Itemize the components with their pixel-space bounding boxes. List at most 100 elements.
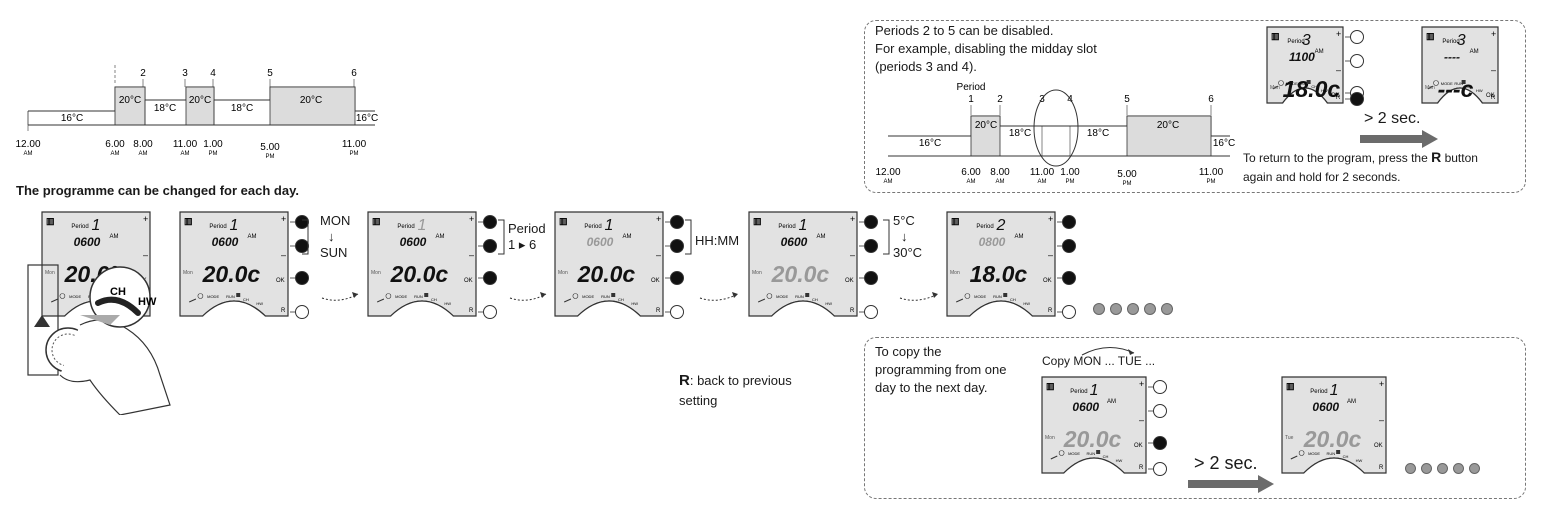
- side-button[interactable]: [670, 215, 684, 229]
- house-icon: [1461, 80, 1466, 84]
- hw-label: HW: [1476, 88, 1483, 93]
- temperature-value: ---c: [1438, 76, 1474, 102]
- copy-instructions: To copy the programming from one day to …: [875, 344, 1007, 395]
- side-button[interactable]: [1350, 92, 1364, 106]
- time-value: 1100: [1289, 50, 1315, 64]
- period-label: Period: [397, 224, 414, 230]
- dial[interactable]: [771, 300, 835, 317]
- svg-text:PM: PM: [1207, 179, 1216, 185]
- time-value: 0600: [74, 235, 101, 249]
- svg-text:6.00: 6.00: [105, 139, 125, 150]
- radiator-icon: ▥: [1271, 31, 1280, 41]
- house-icon: [236, 293, 241, 297]
- period-range-annotation: Period 1 ▸ 6: [508, 221, 546, 252]
- clock-icon: [1298, 450, 1305, 456]
- side-button[interactable]: [483, 271, 497, 285]
- side-button[interactable]: [483, 215, 497, 229]
- side-button[interactable]: [295, 305, 309, 319]
- temperature-value: 20.0c: [771, 261, 830, 287]
- clock-icon: [1058, 450, 1065, 456]
- side-button[interactable]: [1062, 271, 1076, 285]
- minus-label: –: [850, 250, 855, 260]
- wrench-icon: [1050, 455, 1058, 460]
- period-label: Period: [1310, 389, 1327, 395]
- dial[interactable]: [390, 300, 454, 317]
- svg-text:1.00: 1.00: [203, 139, 223, 150]
- svg-text:AM: AM: [884, 179, 893, 185]
- day-label: Mon: [371, 270, 381, 276]
- dial[interactable]: [1437, 87, 1483, 104]
- am-label: AM: [435, 234, 444, 240]
- side-button[interactable]: [1153, 380, 1167, 394]
- clock-icon: [59, 293, 66, 299]
- am-label: AM: [1470, 49, 1479, 55]
- dial[interactable]: [577, 300, 641, 317]
- day-label: Mon: [752, 270, 762, 276]
- svg-text:5.00: 5.00: [1117, 169, 1137, 180]
- run-label: RUN: [795, 294, 804, 299]
- side-button[interactable]: [1350, 54, 1364, 68]
- side-button[interactable]: [1350, 30, 1364, 44]
- svg-text:16°C: 16°C: [919, 138, 941, 149]
- dial[interactable]: [1282, 87, 1328, 104]
- svg-text:AM: AM: [111, 151, 120, 157]
- side-button[interactable]: [295, 271, 309, 285]
- side-button[interactable]: [1062, 239, 1076, 253]
- mode-label: MODE: [1286, 81, 1298, 86]
- side-button[interactable]: [483, 239, 497, 253]
- period-label: Period: [584, 224, 601, 230]
- clock-icon: [385, 293, 392, 299]
- period-number: 4: [210, 68, 216, 79]
- mode-label: MODE: [69, 294, 81, 299]
- dial[interactable]: [1303, 457, 1365, 474]
- time-labels: 12.00 AM 6.00 AM 8.00 AM 11.00 AM 1.00 P…: [15, 125, 367, 160]
- side-button[interactable]: [1062, 305, 1076, 319]
- period-number: 6: [351, 68, 357, 79]
- side-button[interactable]: [670, 305, 684, 319]
- side-button[interactable]: [670, 239, 684, 253]
- side-button[interactable]: [483, 305, 497, 319]
- side-button[interactable]: [864, 305, 878, 319]
- side-button[interactable]: [670, 271, 684, 285]
- svg-text:PM: PM: [1066, 179, 1075, 185]
- hw-label: HW: [1356, 458, 1363, 463]
- minus-label: –: [1336, 65, 1341, 75]
- svg-text:AM: AM: [967, 179, 976, 185]
- side-button[interactable]: [864, 271, 878, 285]
- period-value: 1: [605, 217, 614, 234]
- temperature-value: 20.0c: [390, 261, 449, 287]
- r-label: R: [1139, 465, 1144, 471]
- dial[interactable]: [202, 300, 266, 317]
- side-button[interactable]: [1153, 462, 1167, 476]
- temperature-value: 20.0c: [202, 261, 261, 287]
- run-label: RUN: [1454, 81, 1463, 86]
- wrench-icon: [50, 298, 59, 303]
- svg-text:3: 3: [1039, 94, 1045, 105]
- r-label: R: [850, 308, 855, 314]
- temperature-value: 20.0c: [1303, 426, 1362, 452]
- hw-label: HW: [256, 301, 263, 306]
- side-button[interactable]: [1153, 404, 1167, 418]
- wrench-icon: [955, 298, 964, 303]
- minus-label: –: [1048, 250, 1053, 260]
- period-number: 2: [140, 68, 146, 79]
- side-button[interactable]: [1153, 436, 1167, 450]
- plus-label: +: [143, 214, 148, 224]
- side-button[interactable]: [864, 215, 878, 229]
- radiator-icon: ▥: [559, 216, 568, 226]
- dial[interactable]: [1063, 457, 1125, 474]
- house-icon: [1336, 450, 1341, 454]
- copy-day-box: [864, 337, 1526, 499]
- temperature-value: 20.0c: [1063, 426, 1122, 452]
- side-button[interactable]: [1062, 215, 1076, 229]
- period-value: 1: [92, 217, 101, 234]
- wrench-icon: [757, 298, 766, 303]
- am-label: AM: [109, 234, 118, 240]
- dial[interactable]: [969, 300, 1033, 317]
- side-button[interactable]: [864, 239, 878, 253]
- svg-text:18°C: 18°C: [1009, 128, 1031, 139]
